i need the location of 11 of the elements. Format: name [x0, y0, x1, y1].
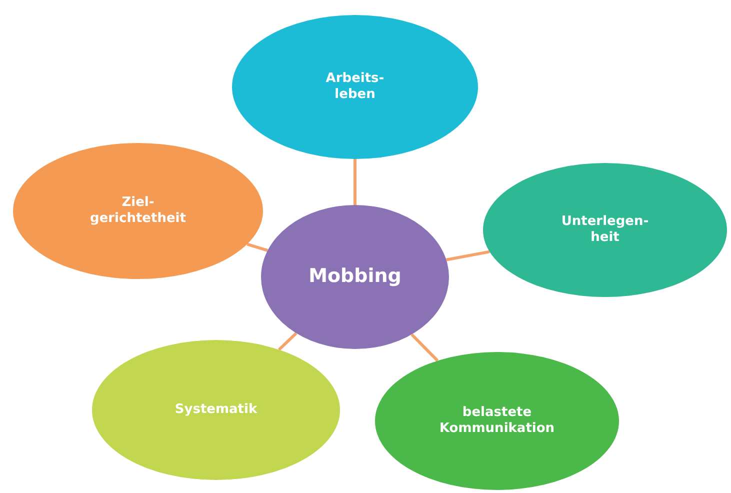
connector-line [446, 250, 490, 262]
connector-line [278, 332, 298, 351]
topic-label: Unterlegen- heit [560, 214, 650, 246]
connector-line [410, 333, 439, 362]
topic-label: Ziel- gerichtetheit [89, 194, 187, 228]
topic-label: Systematik [174, 402, 258, 418]
topic-label: belastete Kommunikation [438, 404, 556, 438]
connector-line [354, 159, 356, 205]
connector-line [246, 242, 268, 252]
topic-label: Mobbing [308, 265, 402, 289]
topic-label: Arbeits- leben [324, 70, 386, 104]
